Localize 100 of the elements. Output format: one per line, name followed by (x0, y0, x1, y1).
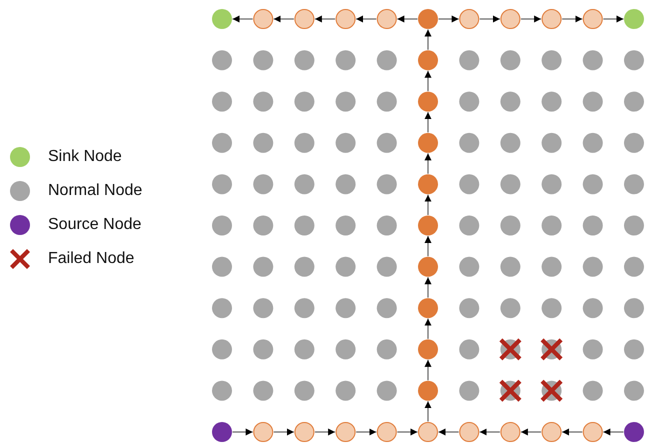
path-node (253, 422, 274, 442)
path-node (253, 9, 274, 29)
normal-node (582, 92, 603, 112)
path-node (294, 422, 314, 442)
arrow (396, 428, 418, 436)
normal-node (624, 380, 644, 401)
normal-node (459, 50, 480, 70)
path-node (500, 9, 520, 29)
arrow (424, 318, 432, 340)
normal-node (624, 339, 644, 360)
normal-node (212, 216, 232, 236)
relay-node (418, 50, 438, 70)
normal-node (253, 92, 274, 112)
normal-node (376, 216, 397, 236)
normal-node (294, 216, 314, 236)
sink-node (624, 9, 644, 29)
normal-node (253, 216, 274, 236)
arrow (479, 428, 500, 436)
arrow (273, 16, 294, 22)
normal-node (459, 256, 480, 277)
normal-node (624, 132, 644, 153)
normal-node (376, 339, 397, 360)
normal-node (500, 298, 520, 318)
relay-node (418, 92, 438, 112)
normal-node (253, 174, 274, 194)
normal-node (336, 92, 356, 112)
relay-node (418, 9, 438, 29)
normal-node (336, 50, 356, 70)
arrow (356, 16, 377, 22)
normal-node (336, 132, 356, 153)
path-node (459, 422, 480, 442)
normal-node (582, 298, 603, 318)
normal-node (376, 256, 397, 277)
normal-node (376, 174, 397, 194)
arrow (424, 236, 432, 257)
path-node (294, 9, 314, 29)
arrow (438, 428, 460, 436)
normal-node (459, 339, 480, 360)
normal-node (500, 174, 520, 194)
failed-node (499, 338, 522, 360)
normal-node (253, 256, 274, 277)
arrow (602, 428, 624, 436)
normal-node (376, 132, 397, 153)
normal-node (212, 380, 232, 401)
arrow (562, 16, 583, 22)
path-node (418, 422, 438, 442)
normal-node (459, 92, 480, 112)
arrow (438, 16, 460, 22)
normal-node (459, 216, 480, 236)
normal-node (294, 298, 314, 318)
normal-node (336, 339, 356, 360)
normal-node (294, 50, 314, 70)
normal-node (459, 298, 480, 318)
normal-node (500, 256, 520, 277)
arrow (232, 16, 254, 22)
arrow (273, 428, 294, 436)
arrow (602, 16, 624, 22)
normal-node (294, 92, 314, 112)
normal-node (336, 298, 356, 318)
normal-node (376, 298, 397, 318)
normal-node (500, 92, 520, 112)
normal-node (294, 339, 314, 360)
normal-node (582, 380, 603, 401)
legend-label: Sink Node (48, 148, 122, 166)
normal-node (336, 174, 356, 194)
arrow (424, 70, 432, 92)
path-node (336, 9, 356, 29)
normal-node (294, 132, 314, 153)
source-node (624, 422, 644, 442)
failed-node (540, 338, 563, 360)
normal-node (212, 174, 232, 194)
normal-node (624, 216, 644, 236)
arrow (520, 16, 542, 22)
normal-node (253, 380, 274, 401)
normal-node (294, 256, 314, 277)
normal-node (253, 132, 274, 153)
relay-node (418, 216, 438, 236)
legend-label: Source Node (48, 216, 142, 234)
normal-node (624, 256, 644, 277)
normal-node (212, 50, 232, 70)
relay-node (418, 132, 438, 153)
normal-node (582, 339, 603, 360)
normal-node (542, 92, 562, 112)
normal-node (624, 50, 644, 70)
normal-node (253, 339, 274, 360)
legend-label: Normal Node (48, 182, 142, 200)
normal-node (500, 50, 520, 70)
normal-node (294, 380, 314, 401)
normal-node (212, 256, 232, 277)
arrow (314, 428, 336, 436)
normal-node (542, 174, 562, 194)
arrow (232, 428, 254, 436)
normal-node (542, 216, 562, 236)
source-node (212, 422, 232, 442)
arrow (424, 112, 432, 133)
normal-node (542, 298, 562, 318)
failed-node (499, 380, 522, 402)
failed-node (540, 380, 563, 402)
path-node (542, 9, 562, 29)
relay-node (418, 339, 438, 360)
